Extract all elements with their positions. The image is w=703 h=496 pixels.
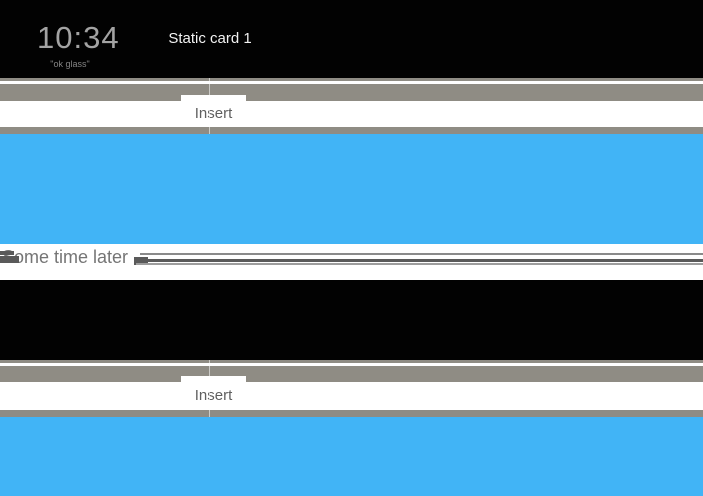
insert-arrow-band-2	[0, 382, 703, 410]
static-card-1-label: Static card 1	[168, 30, 252, 47]
timeline-strip-2: 10:34 "ok glass" Static card 2 Static ca…	[0, 280, 703, 360]
diagram-seam-1	[209, 78, 210, 134]
separator-rule-bottom	[136, 263, 703, 265]
timeline-bar-2	[0, 366, 703, 382]
timeline-bar-top-strip-2	[0, 360, 703, 363]
separator-rule-middle	[136, 259, 703, 262]
clock-card-time: 10:34	[37, 20, 120, 55]
glassware-bar-2: Glassware	[0, 417, 703, 496]
timeline-bar-1	[0, 84, 703, 101]
timeline-bar-bottom-strip-2	[0, 410, 703, 417]
insert-action-label-2: Insert	[194, 387, 233, 404]
separator-rule-top	[140, 253, 703, 255]
diagram-seam-2	[209, 360, 210, 417]
timeline-bar-top-strip-1	[0, 78, 703, 81]
clock-card-hotword: "ok glass"	[50, 59, 90, 69]
timeline-bar-bottom-strip-1	[0, 127, 703, 134]
time-separator	[0, 244, 703, 280]
time-separator-label: Some time later	[2, 247, 129, 267]
timeline-strip-1: 10:34 "ok glass" Static card 1	[0, 0, 703, 78]
separator-line-stub-top	[0, 251, 14, 255]
insert-label-backdrop-1	[181, 95, 246, 127]
insert-action-label-1: Insert	[194, 105, 233, 122]
glassware-bar-1: Glassware	[0, 134, 703, 317]
insert-label-backdrop-2	[181, 376, 246, 410]
insert-arrow-band-1	[0, 101, 703, 127]
separator-line-stub-bottom	[0, 256, 19, 263]
